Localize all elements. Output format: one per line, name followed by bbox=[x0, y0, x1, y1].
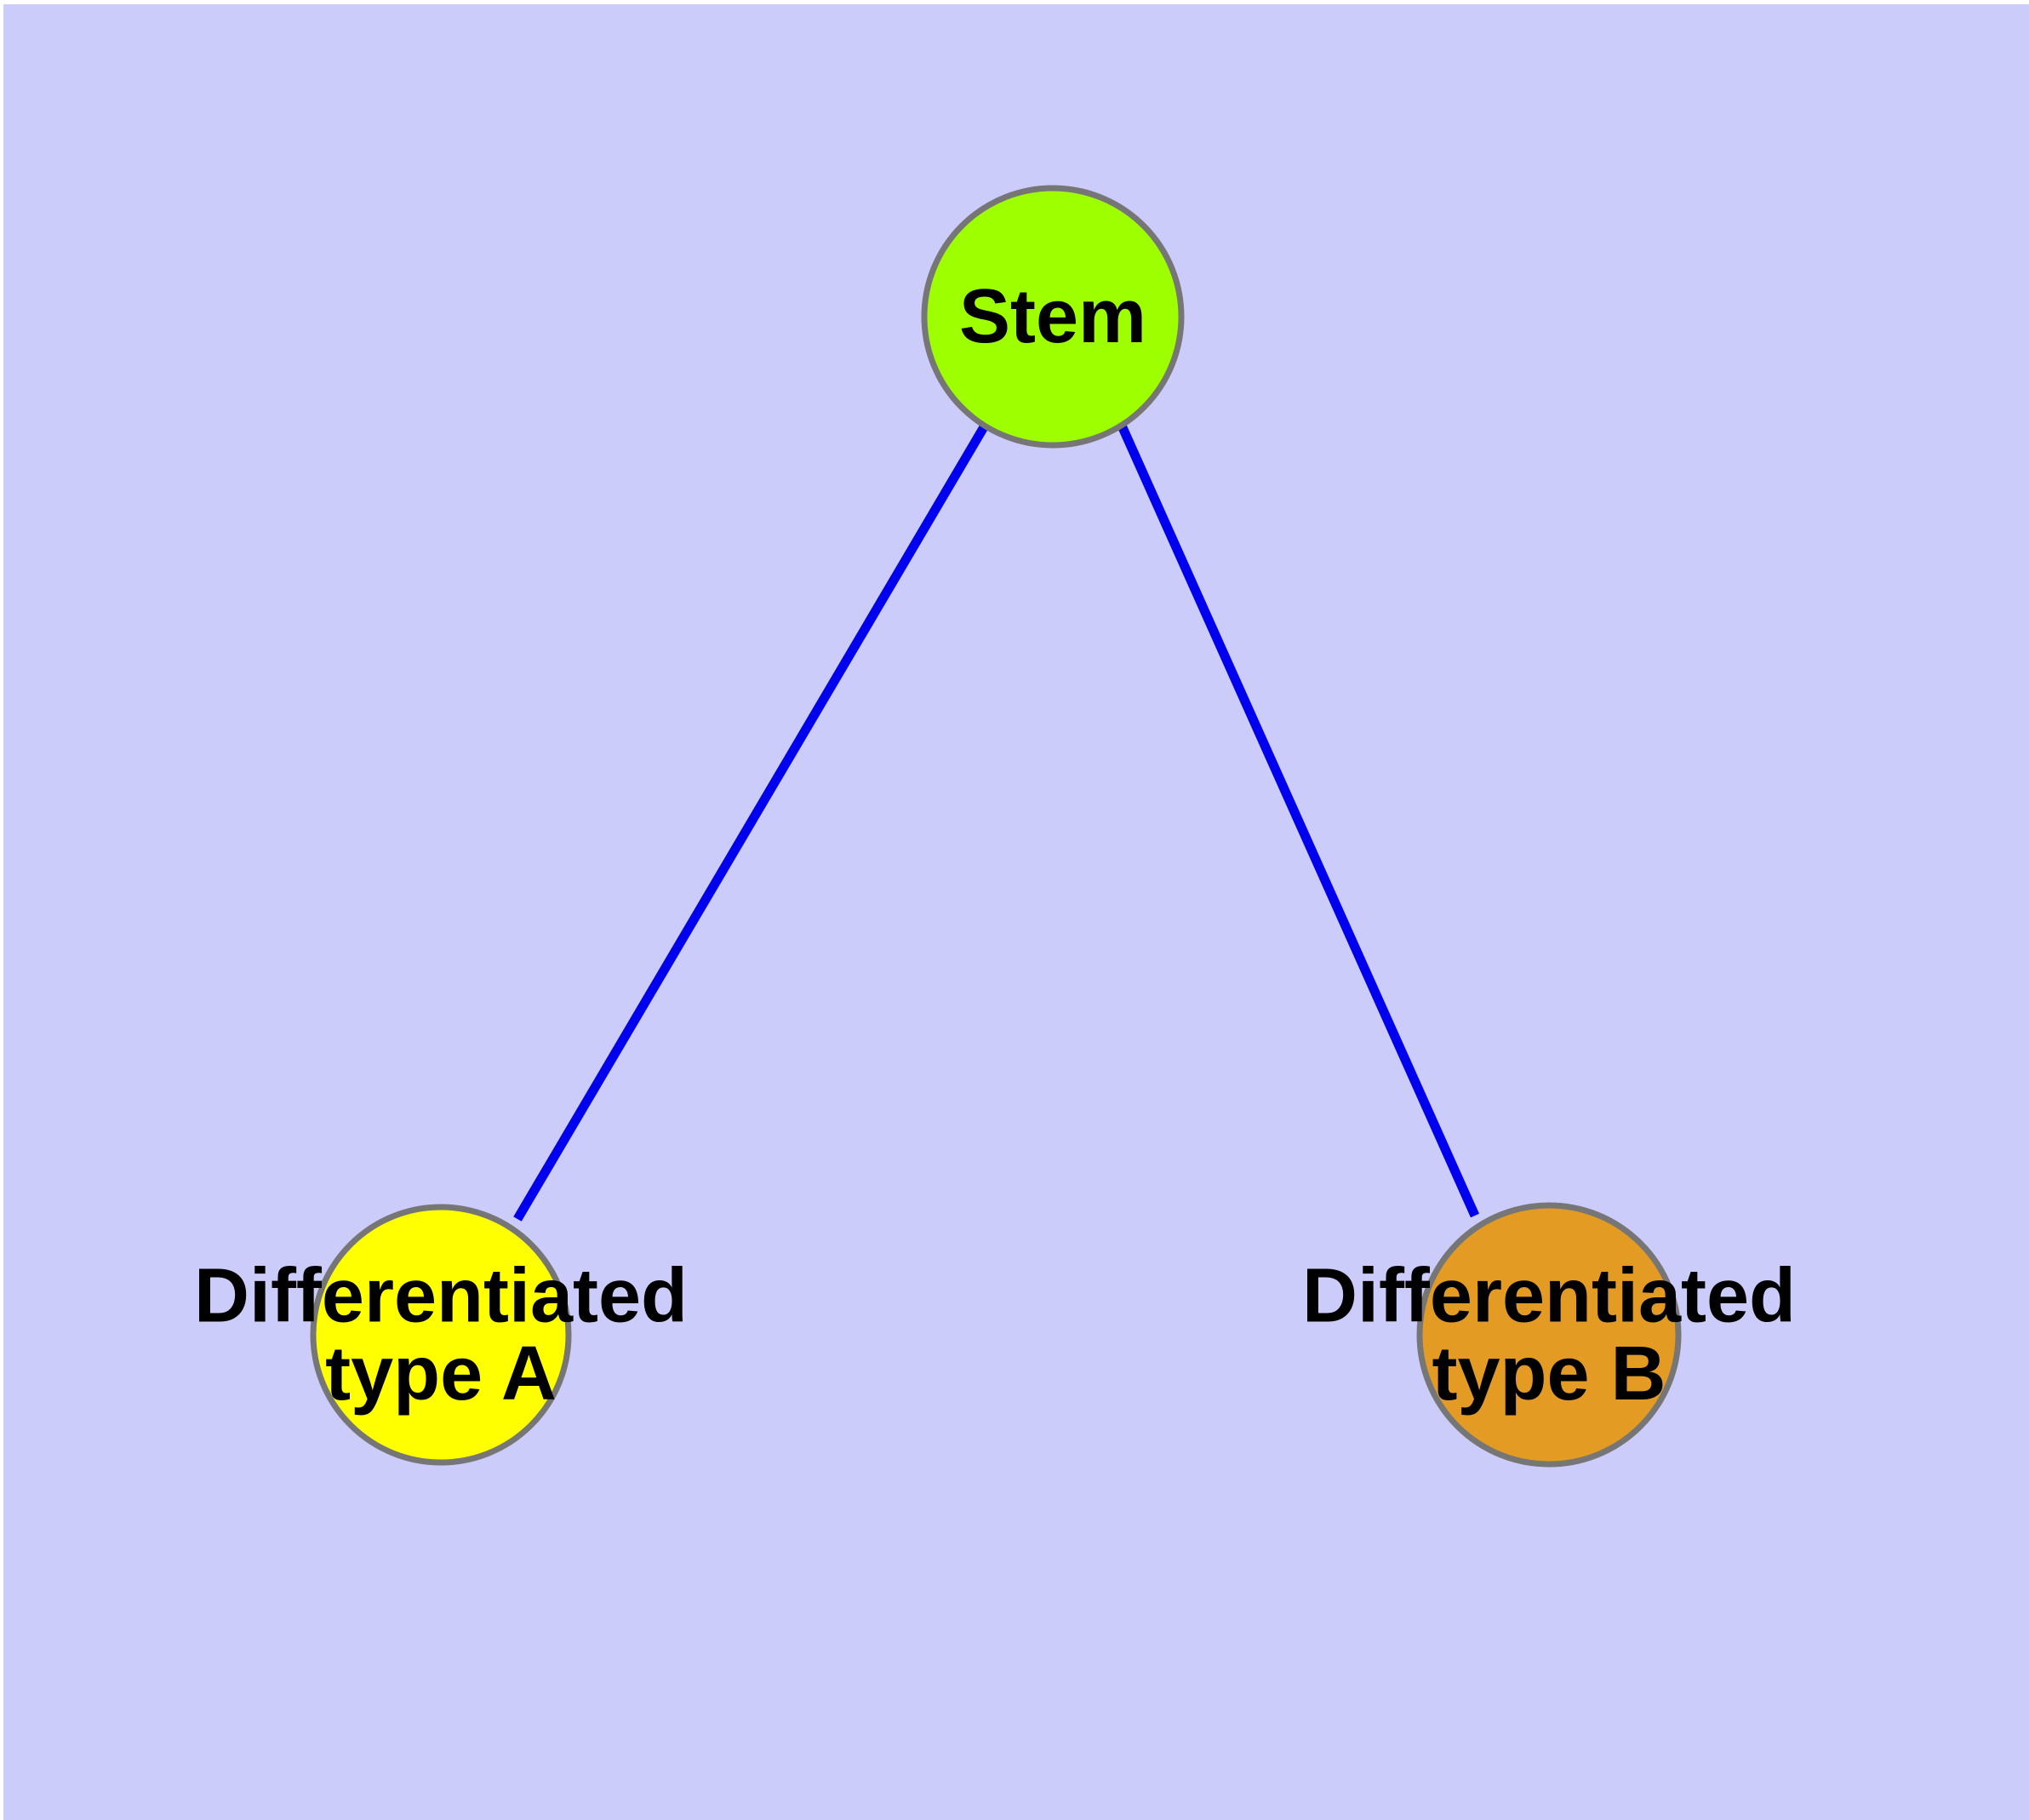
edge-stem-to-differentiated-type-b[interactable] bbox=[1117, 423, 1480, 1218]
node-differentiated-type-a-circle[interactable] bbox=[310, 1204, 572, 1466]
node-differentiated-type-b-circle[interactable] bbox=[1416, 1202, 1682, 1468]
edge-layer bbox=[513, 423, 1480, 1222]
edge-stem-to-differentiated-type-a[interactable] bbox=[513, 423, 989, 1222]
node-stem-circle[interactable] bbox=[921, 185, 1185, 449]
node-stem[interactable]: Stem bbox=[921, 185, 1185, 449]
node-stem-label: Stem bbox=[959, 274, 1146, 359]
